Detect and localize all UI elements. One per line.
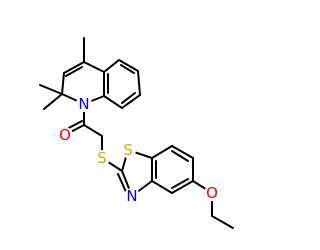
- bond: [43, 93, 63, 110]
- bond: [63, 61, 85, 74]
- bond: [121, 94, 141, 109]
- bond: [171, 150, 189, 162]
- bond: [151, 180, 173, 194]
- bond: [103, 59, 120, 73]
- thioether-sulfur-label: S: [97, 149, 107, 167]
- atom-labels: N O S S N O: [57, 95, 220, 205]
- nitrogen-label: N: [78, 95, 89, 113]
- bond: [151, 145, 173, 159]
- bond: [171, 178, 189, 189]
- bond: [83, 124, 103, 137]
- bond: [65, 66, 83, 77]
- thiazole-sulfur-label: S: [123, 141, 133, 159]
- bond: [121, 92, 136, 104]
- bond: [61, 72, 65, 95]
- bond: [120, 64, 135, 74]
- bond: [171, 180, 194, 194]
- ether-oxygen-label: O: [206, 184, 218, 202]
- bond: [39, 84, 63, 95]
- bond: [171, 145, 194, 159]
- bond: [211, 215, 234, 229]
- structure-svg: N O S S N O: [39, 37, 234, 229]
- thiazole-nitrogen-label: N: [126, 187, 137, 205]
- bond: [83, 61, 105, 73]
- bond: [137, 70, 141, 96]
- bond: [118, 59, 139, 72]
- carbonyl-oxygen-label: O: [59, 126, 71, 144]
- molecule-diagram: N O S S N O: [39, 37, 234, 229]
- bond: [117, 173, 128, 195]
- bond: [103, 95, 123, 109]
